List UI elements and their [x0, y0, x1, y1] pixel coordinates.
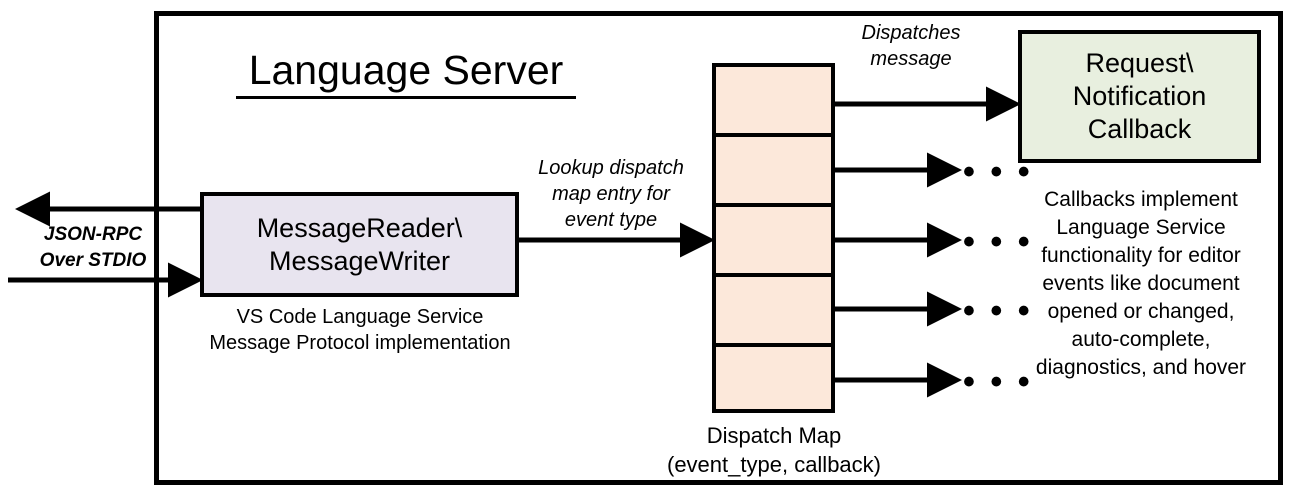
- reader-caption-line1: VS Code Language Service: [236, 306, 484, 328]
- lookup-label-line2: map entry for: [552, 183, 670, 205]
- dispatches-message-label: Dispatches message: [836, 20, 986, 72]
- map-caption-line1: Dispatch Map: [706, 423, 842, 448]
- callback-line1: Request\: [1085, 48, 1194, 79]
- callback-desc-line6: auto-complete,: [1071, 327, 1211, 351]
- callback-line3: Callback: [1087, 113, 1192, 144]
- callback-desc-line5: opened or changed,: [1047, 299, 1235, 323]
- dispatch-map-cell: [716, 67, 831, 137]
- page-title: Language Server: [236, 50, 576, 99]
- lookup-label-line3: event type: [564, 209, 658, 231]
- request-notification-callback-box: Request\ Notification Callback: [1018, 30, 1261, 163]
- ellipsis-entry-3: • • •: [963, 223, 1033, 261]
- dispatch-map-cell: [716, 207, 831, 277]
- callback-desc-line4: events like document: [1042, 271, 1240, 295]
- transport-label-line2: Over STDIO: [39, 249, 147, 271]
- callback-description: Callbacks implement Language Service fun…: [1006, 186, 1276, 381]
- callback-line2: Notification: [1072, 81, 1207, 112]
- ellipsis-entry-4: • • •: [963, 292, 1033, 330]
- dispatch-map-cell: [716, 347, 831, 417]
- dispatch-map-cell: [716, 137, 831, 207]
- dispatch-map-cell: [716, 277, 831, 347]
- callback-desc-line2: Language Service: [1056, 215, 1226, 239]
- callback-desc-line1: Callbacks implement: [1044, 188, 1238, 211]
- language-server-container: [154, 11, 1283, 485]
- transport-label-line1: JSON-RPC: [43, 224, 143, 245]
- dispatch-map-caption: Dispatch Map (event_type, callback): [645, 422, 903, 479]
- message-writer-label: MessageWriter: [268, 245, 451, 276]
- dispatches-label-line1: Dispatches: [861, 22, 961, 44]
- callback-desc-line7: diagnostics, and hover: [1035, 355, 1247, 379]
- message-reader-caption: VS Code Language Service Message Protoco…: [190, 305, 530, 356]
- message-reader-writer-box: MessageReader\ MessageWriter: [200, 192, 519, 297]
- lookup-dispatch-label: Lookup dispatch map entry for event type: [516, 155, 706, 233]
- dispatches-label-line2: message: [870, 48, 952, 70]
- callback-desc-line3: functionality for editor: [1041, 243, 1241, 267]
- dispatch-map-table: [712, 63, 835, 413]
- transport-label: JSON-RPC Over STDIO: [18, 222, 168, 273]
- ellipsis-entry-5: • • •: [963, 363, 1033, 401]
- reader-caption-line2: Message Protocol implementation: [209, 331, 511, 354]
- lookup-label-line1: Lookup dispatch: [538, 157, 684, 179]
- map-caption-line2: (event_type, callback): [667, 451, 881, 477]
- message-reader-label: MessageReader\: [256, 212, 463, 243]
